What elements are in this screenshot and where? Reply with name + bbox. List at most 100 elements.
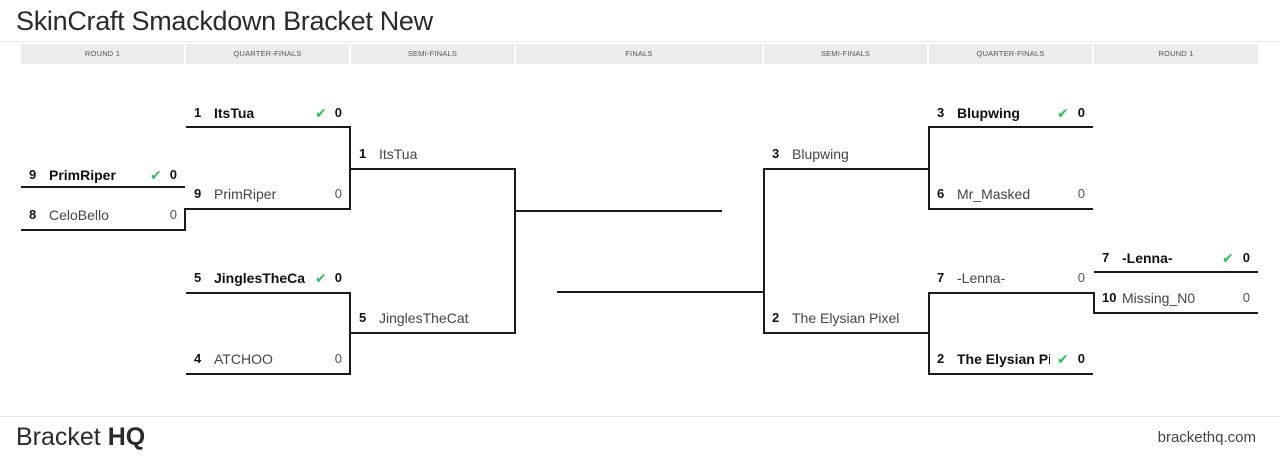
bracket-line <box>186 373 350 375</box>
score: 0 <box>334 351 342 366</box>
bracket-connector <box>928 292 930 375</box>
score: 0 <box>1242 250 1250 265</box>
slot-left-qf2-top[interactable]: 5 JinglesTheCat ✔ 0 <box>186 268 350 288</box>
bracket-title: SkinCraft Smackdown Bracket New <box>16 6 433 36</box>
footer-divider <box>0 416 1280 417</box>
finals-line-top <box>516 210 722 212</box>
participant-name: ATCHOO <box>214 351 273 367</box>
slot-right-r1-top[interactable]: 7 -Lenna- ✔ 0 <box>1094 248 1258 268</box>
brand-text-bold: HQ <box>107 423 146 451</box>
footer-site-link[interactable]: brackethq.com <box>1157 429 1256 446</box>
bracket-line <box>929 292 1093 294</box>
round-header-finals: FINALS <box>516 44 762 64</box>
bracket-line <box>929 126 1093 128</box>
participant-name: Blupwing <box>792 146 849 162</box>
check-icon: ✔ <box>1057 105 1069 121</box>
participant-name: ItsTua <box>379 146 418 162</box>
seed-number: 9 <box>194 186 202 201</box>
finals-line-bottom <box>557 291 764 293</box>
seed-number: 10 <box>1102 290 1117 305</box>
participant-name: ItsTua <box>214 105 255 121</box>
check-icon: ✔ <box>315 105 327 121</box>
seed-number: 2 <box>937 351 945 366</box>
bracket-line <box>929 373 1093 375</box>
seed-number: 8 <box>29 207 37 222</box>
seed-number: 1 <box>194 105 202 120</box>
bracket-line <box>764 168 929 170</box>
seed-number: 3 <box>772 146 780 161</box>
score: 0 <box>334 186 342 201</box>
score: 0 <box>1077 186 1085 201</box>
seed-number: 3 <box>937 105 945 120</box>
bracket-connector <box>514 168 516 334</box>
participant-name: Missing_N0 <box>1122 290 1196 306</box>
participant-name: -Lenna- <box>1122 250 1173 266</box>
slot-left-r1-top[interactable]: 9 PrimRiper ✔ 0 <box>21 165 185 185</box>
bracket-connector <box>763 168 765 334</box>
slot-right-qf1-top[interactable]: 3 Blupwing ✔ 0 <box>929 103 1093 123</box>
slot-left-sf-bottom[interactable]: 5 JinglesTheCat <box>351 308 515 328</box>
bracket-connector <box>349 292 351 375</box>
slot-right-sf-bottom[interactable]: 2 The Elysian Pixel <box>764 308 929 328</box>
slot-right-qf2-bottom[interactable]: 2 The Elysian Pixel ✔ 0 <box>929 349 1093 369</box>
slot-right-r1-bottom[interactable]: 10 Missing_N0 0 <box>1094 288 1258 308</box>
round-header-left-semi-finals: SEMI-FINALS <box>351 44 514 64</box>
score: 0 <box>334 105 342 120</box>
slot-right-qf1-bottom[interactable]: 6 Mr_Masked 0 <box>929 184 1093 204</box>
bracket-line <box>764 332 929 334</box>
brand-text-light: Bracket <box>16 423 101 451</box>
bracket-line <box>186 292 350 294</box>
bracket-line <box>929 208 1093 210</box>
seed-number: 6 <box>937 186 945 201</box>
slot-right-sf-top[interactable]: 3 Blupwing <box>764 144 929 164</box>
participant-name: The Elysian Pixel <box>792 310 900 326</box>
score: 0 <box>1077 270 1085 285</box>
seed-number: 5 <box>359 310 367 325</box>
score: 0 <box>1242 290 1250 305</box>
footer-logo[interactable]: Bracket HQ <box>16 421 145 453</box>
bracket-line <box>351 168 515 170</box>
slot-left-r1-bottom[interactable]: 8 CeloBello 0 <box>21 205 185 225</box>
participant-name: PrimRiper <box>214 186 277 202</box>
check-icon: ✔ <box>1057 351 1069 367</box>
slot-left-sf-top[interactable]: 1 ItsTua <box>351 144 515 164</box>
round-header-right-quarter-finals: QUARTER-FINALS <box>929 44 1092 64</box>
round-header-left-round-1: ROUND 1 <box>21 44 184 64</box>
participant-name: -Lenna- <box>957 270 1006 286</box>
round-header-left-quarter-finals: QUARTER-FINALS <box>186 44 349 64</box>
bracket-connector <box>349 126 351 210</box>
participant-name: Mr_Masked <box>957 186 1031 202</box>
bracket-connector <box>928 126 930 210</box>
seed-number: 9 <box>29 167 37 182</box>
slot-left-qf1-bottom[interactable]: 9 PrimRiper 0 <box>186 184 350 204</box>
seed-number: 2 <box>772 310 780 325</box>
check-icon: ✔ <box>1222 250 1234 266</box>
slot-left-qf1-top[interactable]: 1 ItsTua ✔ 0 <box>186 103 350 123</box>
slot-left-qf2-bottom[interactable]: 4 ATCHOO 0 <box>186 349 350 369</box>
seed-number: 7 <box>937 270 945 285</box>
bracket-line <box>351 332 515 334</box>
participant-name: The Elysian Pixel <box>957 351 1050 367</box>
seed-number: 7 <box>1102 250 1110 265</box>
score: 0 <box>169 207 177 222</box>
check-icon: ✔ <box>150 167 162 183</box>
slot-right-qf2-top[interactable]: 7 -Lenna- 0 <box>929 268 1093 288</box>
bracket-line <box>186 208 350 210</box>
participant-name: JinglesTheCat <box>214 270 305 286</box>
bracket-line <box>186 126 350 128</box>
bracket-line <box>1094 312 1258 314</box>
bracket-connector <box>184 208 186 231</box>
score: 0 <box>169 167 177 182</box>
title-divider <box>0 41 1280 42</box>
participant-name: CeloBello <box>49 207 109 223</box>
seed-number: 4 <box>194 351 202 366</box>
score: 0 <box>334 270 342 285</box>
check-icon: ✔ <box>315 270 327 286</box>
seed-number: 5 <box>194 270 202 285</box>
seed-number: 1 <box>359 146 367 161</box>
score: 0 <box>1077 105 1085 120</box>
participant-name: JinglesTheCat <box>379 310 469 326</box>
bracket-connector <box>1093 292 1095 314</box>
round-header-right-round-1: ROUND 1 <box>1094 44 1258 64</box>
participant-name: Blupwing <box>957 105 1020 121</box>
